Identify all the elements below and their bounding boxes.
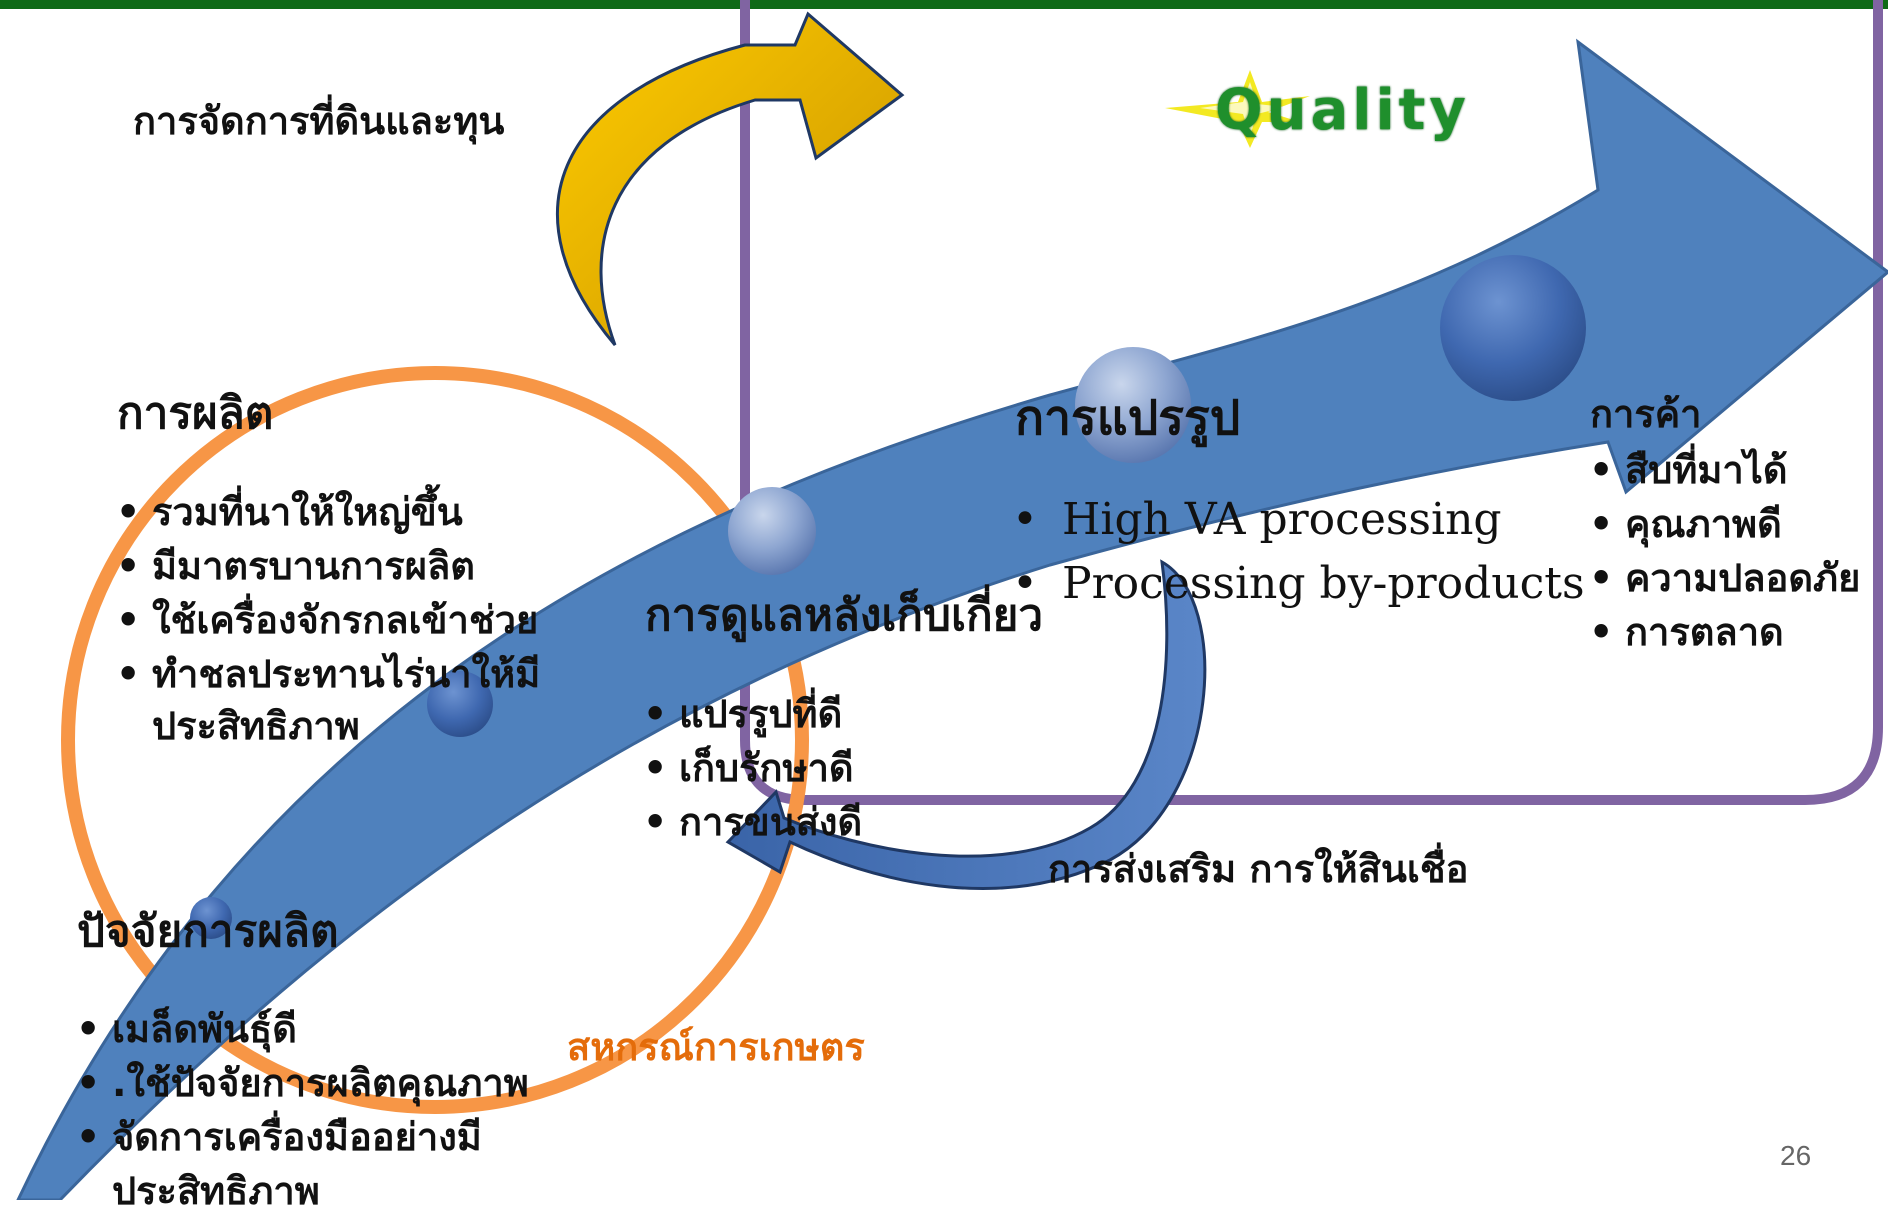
top-accent-bar — [0, 0, 1888, 9]
inputs-heading: ปัจจัยการผลิต — [77, 906, 339, 957]
postharvest-list: แปรรูปที่ดี เก็บรักษาดี การขนส่งดี — [643, 687, 862, 849]
list-item: รวมที่นาให้ใหญ่ขึ้น — [116, 485, 540, 539]
list-item: ความปลอดภัย — [1589, 551, 1860, 605]
sphere-5 — [1440, 255, 1586, 401]
inputs-list-continuation: ประสิทธิภาพ — [112, 1169, 320, 1213]
trade-heading: การค้า — [1590, 392, 1702, 436]
list-item: มีมาตรบานการผลิต — [116, 539, 540, 593]
gold-curved-arrow — [555, 11, 905, 346]
list-item: เก็บรักษาดี — [643, 741, 862, 795]
processing-list: High VA processing Processing by-product… — [1012, 488, 1585, 616]
page-number: 26 — [1780, 1140, 1812, 1171]
cooperative-label: สหกรณ์การเกษตร — [567, 1025, 865, 1069]
promotion-credit-label: การส่งเสริม การให้สินเชื่อ — [1048, 847, 1469, 891]
sphere-4 — [1075, 347, 1191, 463]
list-item: ทำชลประทานไร่นาให้มี — [116, 647, 540, 701]
list-item: คุณภาพดี — [1589, 497, 1860, 551]
postharvest-heading: การดูแลหลังเก็บเกี่ยว — [645, 590, 1044, 641]
list-item: .ใช้ปัจจัยการผลิตคุณภาพ — [76, 1056, 529, 1110]
list-item: การตลาด — [1589, 605, 1860, 659]
production-list: รวมที่นาให้ใหญ่ขึ้น มีมาตรบานการผลิต ใช้… — [116, 485, 540, 701]
sphere-1 — [190, 897, 232, 939]
processing-heading: การแปรรูป — [1015, 390, 1241, 446]
land-capital-label: การจัดการที่ดินและทุน — [133, 99, 505, 143]
list-item: ใช้เครื่องจักรกลเข้าช่วย — [116, 593, 540, 647]
inputs-list: เมล็ดพันธุ์ดี .ใช้ปัจจัยการผลิตคุณภาพ จั… — [76, 1002, 529, 1164]
list-item: High VA processing — [1012, 488, 1585, 552]
list-item: การขนส่งดี — [643, 795, 862, 849]
quality-logo — [1165, 70, 1310, 148]
sphere-3 — [728, 487, 816, 575]
list-item: จัดการเครื่องมืออย่างมี — [76, 1110, 529, 1164]
trade-list: สืบที่มาได้ คุณภาพดี ความปลอดภัย การตลาด — [1589, 443, 1860, 659]
list-item: แปรรูปที่ดี — [643, 687, 862, 741]
blue-loop-arrow — [725, 559, 1207, 890]
production-heading: การผลิต — [117, 388, 274, 439]
list-item: สืบที่มาได้ — [1589, 443, 1860, 497]
list-item: Processing by-products — [1012, 552, 1585, 616]
production-list-continuation: ประสิทธิภาพ — [152, 704, 360, 748]
quality-logo-text: Quality — [1215, 78, 1470, 143]
list-item: เมล็ดพันธุ์ดี — [76, 1002, 529, 1056]
